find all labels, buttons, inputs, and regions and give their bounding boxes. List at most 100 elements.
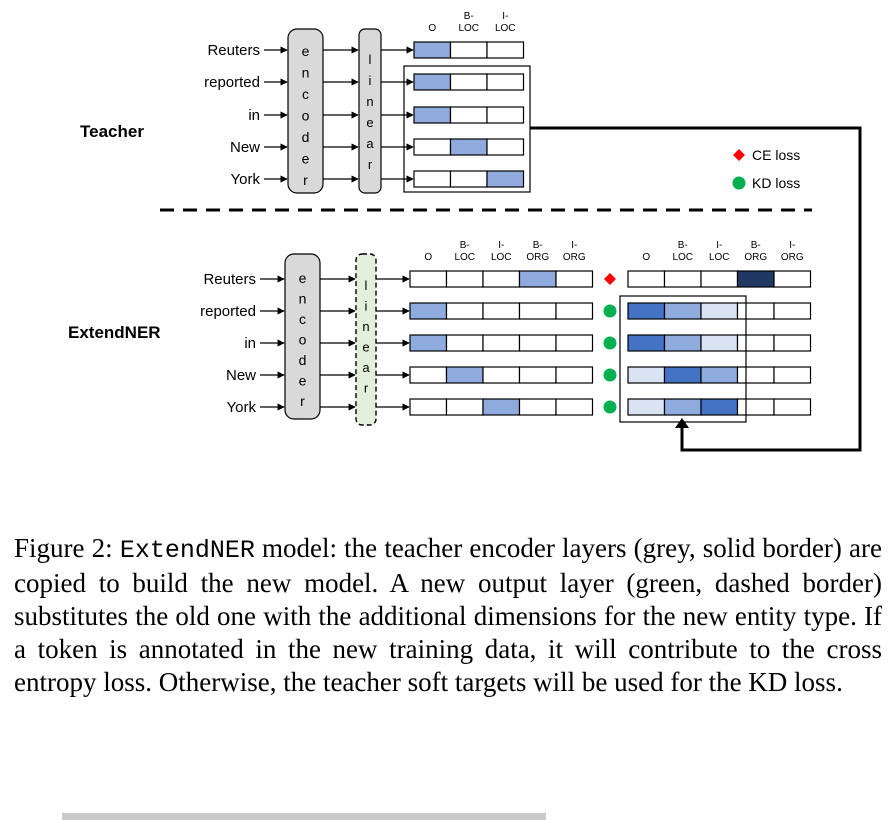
output-cell [518, 302, 557, 320]
output-header-prefix: I- [571, 240, 577, 251]
legend: CE loss KD loss [732, 147, 800, 191]
output-header-prefix: I- [502, 11, 508, 22]
target-cell [663, 334, 702, 352]
linear-letter: e [366, 115, 373, 130]
target-cell [736, 398, 775, 416]
output-cell [409, 398, 448, 416]
horizontal-scrollbar[interactable] [62, 813, 546, 820]
output-cell [486, 170, 525, 188]
target-cell [773, 302, 812, 320]
extendner-output-rows [409, 270, 594, 416]
target-cell [700, 302, 739, 320]
output-cell [555, 334, 594, 352]
kd-loss-marker-icon [603, 336, 617, 350]
target-cell [627, 398, 666, 416]
target-cell [700, 334, 739, 352]
output-header-prefix: B- [533, 240, 543, 251]
output-header-label: LOC [495, 23, 516, 34]
token-reported: reported [200, 303, 256, 320]
linear-letter: l [365, 278, 368, 293]
output-cell [486, 73, 525, 91]
legend-ce-label: CE loss [752, 147, 800, 163]
output-cell [445, 334, 484, 352]
output-cell [518, 334, 557, 352]
token-new: New [230, 139, 260, 156]
output-cell [409, 270, 448, 288]
token-in: in [248, 107, 260, 124]
output-cell [413, 73, 452, 91]
extendner-encoder-box [284, 253, 321, 420]
output-cell [449, 106, 488, 124]
legend-kd-label: KD loss [752, 175, 800, 191]
encoder-letter: e [302, 151, 310, 167]
soft-target-frame [619, 295, 747, 423]
linear-letter: i [369, 73, 372, 88]
encoder-letter: e [302, 43, 310, 59]
linear-letter: r [364, 381, 369, 396]
output-cell [409, 366, 448, 384]
linear-letter: n [362, 319, 369, 334]
target-cell [627, 366, 666, 384]
output-cell [449, 73, 488, 91]
encoder-letter: o [299, 332, 307, 348]
output-cell [518, 398, 557, 416]
teacher-linear-box [358, 28, 382, 194]
teacher-label: Teacher [80, 122, 144, 141]
target-cell [773, 334, 812, 352]
output-cell [413, 138, 452, 156]
target-cell [773, 366, 812, 384]
target-header-label: ORG [744, 252, 767, 263]
linear-letter: a [366, 136, 374, 151]
output-header-label: O [424, 252, 432, 263]
caption-prefix: Figure 2: [14, 533, 120, 563]
output-cell [413, 41, 452, 59]
encoder-letter: n [302, 65, 310, 81]
token-new: New [226, 367, 256, 384]
kd-loss-marker-icon [732, 176, 746, 190]
target-header-prefix: B- [678, 240, 688, 251]
output-header-label: ORG [526, 252, 549, 263]
encoder-letter: r [300, 393, 305, 409]
output-cell [518, 270, 557, 288]
extendner-label: ExtendNER [68, 323, 161, 342]
output-header-prefix: B- [464, 11, 474, 22]
output-cell [445, 366, 484, 384]
encoder-letter: o [302, 108, 310, 124]
target-cell [663, 302, 702, 320]
output-header-label: LOC [491, 252, 512, 263]
target-cell [663, 366, 702, 384]
ce-loss-marker-icon [733, 149, 745, 161]
teacher-to-student-connector [530, 126, 862, 452]
ce-loss-marker-icon [604, 273, 616, 285]
target-cell [627, 334, 666, 352]
target-cell [627, 302, 666, 320]
teacher-output-rows [413, 41, 525, 188]
output-cell [409, 302, 448, 320]
loss-markers [603, 273, 617, 414]
output-header-prefix: I- [498, 240, 504, 251]
encoder-letter: c [302, 86, 309, 102]
target-rows [627, 270, 812, 416]
output-cell [449, 41, 488, 59]
target-cell [736, 366, 775, 384]
encoder-letter: d [299, 352, 307, 368]
output-cell [555, 398, 594, 416]
output-cell [518, 366, 557, 384]
encoder-letter: e [299, 373, 307, 389]
output-header-label: O [428, 23, 436, 34]
linear-letter: i [365, 299, 368, 314]
output-cell [555, 270, 594, 288]
linear-letter: e [362, 340, 369, 355]
teacher-encoder-letters: encoder [302, 43, 310, 188]
output-cell [482, 334, 521, 352]
output-cell [445, 302, 484, 320]
output-cell [486, 138, 525, 156]
output-cell [482, 366, 521, 384]
token-in: in [244, 335, 256, 352]
caption-model-name: ExtendNER [119, 536, 255, 565]
